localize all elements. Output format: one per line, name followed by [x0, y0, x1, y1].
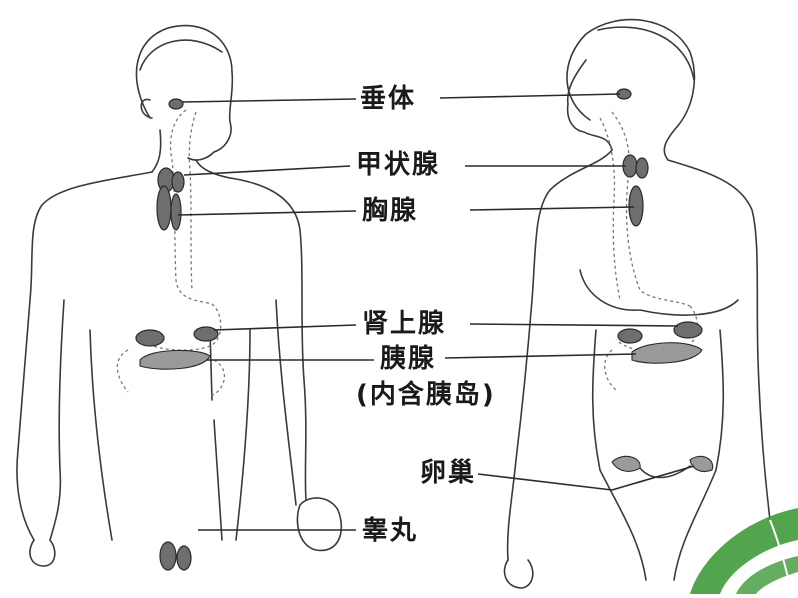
label-ovary: 卵巢 [420, 460, 476, 486]
male-hand-right [297, 498, 341, 550]
male-inner-arm-left [50, 300, 64, 540]
female-ovary [612, 456, 640, 471]
leader-pituitary-male [182, 99, 356, 102]
female-breasts [580, 270, 738, 315]
leader-pituitary-female [440, 94, 620, 98]
label-pancreas: 胰腺 [380, 346, 436, 372]
male-hair [140, 40, 222, 70]
leader-ovary [478, 474, 612, 490]
female-ovary-right [690, 456, 713, 471]
male-thymus [157, 186, 171, 230]
female-hips [600, 470, 716, 580]
female-organs [612, 89, 713, 478]
male-head [136, 26, 232, 160]
label-testis: 睾丸 [362, 518, 418, 544]
female-hand-left [504, 560, 532, 588]
male-hand-left [30, 540, 55, 566]
label-thymus: 胸腺 [362, 198, 418, 224]
label-adrenal: 肾上腺 [362, 311, 446, 337]
male-testis [160, 542, 176, 570]
male-inner-arm-right [276, 300, 296, 505]
leader-adrenal-male [214, 325, 356, 330]
female-uterus [640, 466, 690, 478]
female-thymus [629, 186, 643, 226]
male-pituitary [169, 99, 183, 109]
leader-thymus-female [470, 207, 634, 210]
female-head [567, 20, 694, 160]
female-thyroid-right [636, 158, 648, 178]
male-thyroid-right [172, 172, 184, 192]
female-adrenal-right [674, 322, 702, 338]
female-hair [598, 27, 694, 80]
leader-thymus-male [178, 211, 356, 215]
male-ear [141, 99, 152, 118]
female-pancreas [632, 343, 702, 363]
male-adrenal-right [194, 327, 218, 341]
label-thyroid: 甲状腺 [356, 152, 440, 178]
label-pituitary: 垂体 [360, 86, 416, 112]
male-testis-right [177, 546, 191, 570]
female-adrenal [618, 329, 642, 343]
male-thymus-right [171, 194, 181, 230]
label-pancreas-note: (内含胰岛) [356, 382, 496, 408]
female-figure [504, 20, 770, 588]
male-adrenal [136, 330, 164, 346]
leader-adrenal-female [470, 324, 678, 326]
male-pancreas [140, 350, 210, 369]
leaf-logo-icon [690, 508, 798, 594]
